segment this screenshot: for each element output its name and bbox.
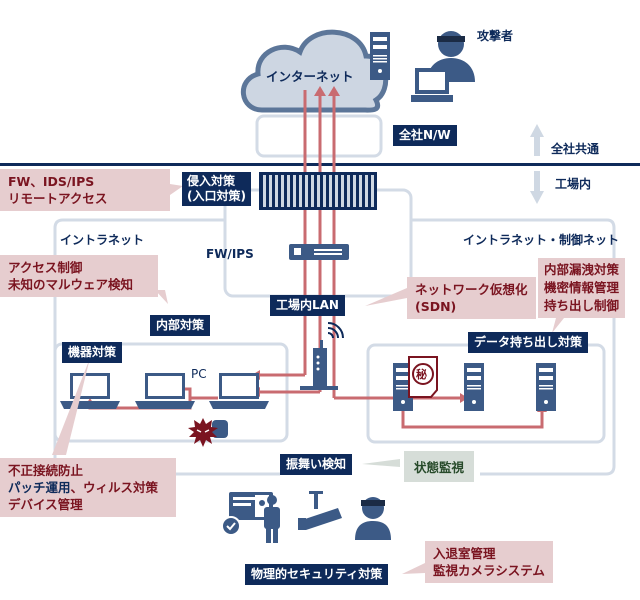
callout-line: ネットワーク仮想化: [415, 282, 528, 297]
laptop-icon: [209, 373, 269, 409]
wifi-icon: [327, 322, 344, 339]
attacker-label: 攻撃者: [477, 29, 514, 43]
internet-label: インターネット: [266, 69, 354, 84]
up-arrow-icon: [530, 124, 544, 156]
malware-icon: [188, 418, 228, 447]
callout-access-control: アクセス制御 未知のマルウェア検知: [0, 255, 158, 297]
attacker-icon: [411, 31, 475, 102]
callout-tail: [402, 563, 425, 574]
callout-tail: [155, 290, 168, 304]
company-nw-label: 全社N/W: [393, 125, 457, 146]
callout-tail: [170, 184, 183, 195]
callout-text: 、ウィルス対策: [70, 480, 159, 495]
callout-physical: 入退室管理 監視カメラシステム: [425, 541, 553, 583]
callout-highlight: パッチ運用: [8, 480, 71, 495]
callout-line: 持ち出し制御: [544, 298, 620, 313]
callout-line: 監視カメラシステム: [433, 563, 545, 578]
fw-ips-appliance-icon: [289, 244, 349, 260]
person-icon: [264, 495, 280, 543]
callout-device-measures: 不正接続防止 パッチ運用、ウィルス対策 デバイス管理: [0, 458, 176, 517]
device-measures-label: 機器対策: [62, 342, 123, 363]
server-icon: [536, 363, 556, 411]
intrusion-label-line: 侵入対策: [187, 174, 236, 188]
laptop-icon: [135, 373, 195, 409]
callout-perimeter-line: リモートアクセス: [8, 191, 108, 206]
callout-line: 内部漏洩対策: [544, 262, 620, 277]
callout-perimeter-line: FW、IDS/IPS: [8, 174, 95, 189]
callout-line: 機密情報管理: [544, 280, 620, 295]
callout-line: (SDN): [415, 299, 457, 314]
zone-factory-label: 工場内: [555, 177, 592, 191]
callout-sdn: ネットワーク仮想化 (SDN): [407, 277, 536, 319]
callout-line: 入退室管理: [433, 546, 496, 561]
callout-line: アクセス制御: [8, 260, 83, 275]
laptop-icon: [60, 373, 120, 409]
down-arrow-icon: [530, 171, 544, 204]
intranet-right-frame: [411, 218, 616, 476]
pc-label: PC: [191, 367, 207, 381]
intranet-left-frame: [53, 218, 225, 470]
data-exfiltration-label: データ持ち出し対策: [468, 332, 589, 353]
callout-data-leak: 内部漏洩対策 機密情報管理 持ち出し制御: [538, 258, 626, 318]
physical-security-label: 物理的セキュリティ対策: [245, 564, 389, 585]
callout-line: デバイス管理: [8, 497, 83, 512]
callout-tail: [362, 459, 400, 467]
callout-line: 不正接続防止: [8, 463, 84, 478]
internet-server-icon: [370, 32, 390, 80]
fw-ips-label: FW/IPS: [206, 247, 254, 261]
server-icon: [464, 363, 484, 411]
secret-document-icon: [408, 356, 438, 398]
router-icon: [300, 340, 338, 390]
callout-state-monitoring: 状態監視: [404, 451, 475, 482]
firewall-icon: [259, 172, 377, 210]
intranet-left-label: イントラネット: [60, 233, 145, 247]
callout-line: パッチ運用、ウィルス対策: [8, 479, 168, 496]
zone-common-label: 全社共通: [551, 142, 600, 156]
behavior-detection-label: 振舞い検知: [280, 454, 353, 475]
callout-tail: [52, 358, 90, 455]
callout-tail: [552, 318, 564, 333]
intruder-icon: [355, 497, 391, 540]
callout-line: 未知のマルウェア検知: [8, 277, 134, 292]
intrusion-label: 侵入対策 (入口対策): [182, 172, 251, 206]
intrusion-label-line: (入口対策): [187, 189, 246, 203]
factory-lan-label: 工場内LAN: [270, 295, 345, 316]
callout-tail: [365, 288, 407, 306]
security-camera-icon: [298, 491, 342, 530]
callout-perimeter: FW、IDS/IPS リモートアクセス: [0, 169, 170, 211]
internal-measures-label: 内部対策: [150, 315, 211, 336]
secret-stamp-label: 秘: [416, 368, 427, 381]
intranet-right-label: イントラネット・制御ネット: [463, 233, 620, 247]
cloud-icon: [240, 29, 389, 113]
